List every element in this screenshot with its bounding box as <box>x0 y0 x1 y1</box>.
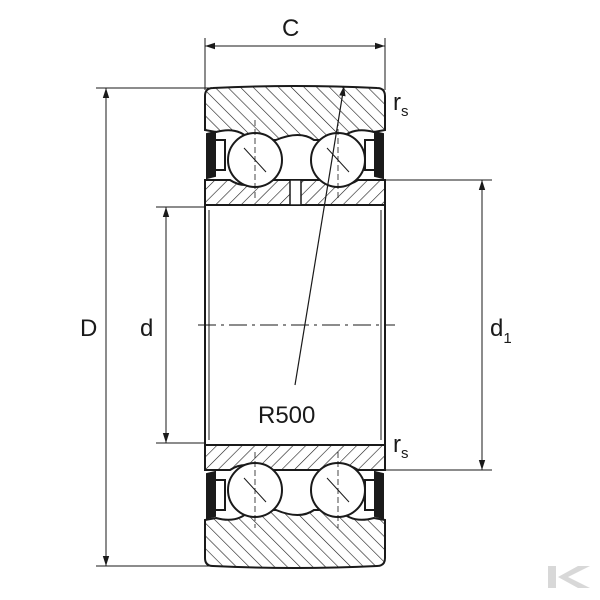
label-d-bore: d <box>140 315 153 342</box>
outer-ring-top <box>204 85 386 141</box>
label-d1-main: d <box>490 315 503 342</box>
balls-top <box>227 120 366 200</box>
label-rs-bottom-main: r <box>393 431 401 458</box>
dimension-c <box>204 38 386 90</box>
balls-bottom <box>227 452 366 528</box>
label-rs-top: rs <box>393 89 409 120</box>
dimension-d1 <box>385 179 492 471</box>
inner-ring-top <box>204 179 386 206</box>
dimension-d-outer <box>96 87 212 567</box>
seals-bottom <box>206 470 384 520</box>
radius-leader-line <box>294 85 346 386</box>
inner-ring-bottom <box>204 444 386 471</box>
label-rs-top-main: r <box>393 89 401 116</box>
label-radius: R500 <box>258 402 315 429</box>
label-c: C <box>282 15 299 42</box>
outer-ring-bottom <box>204 509 386 569</box>
dimension-d-bore <box>156 206 206 444</box>
label-d-outer: D <box>80 315 97 342</box>
label-rs-bottom: rs <box>393 431 409 462</box>
brand-k-logo <box>548 566 590 588</box>
label-rs-bottom-sub: s <box>401 445 409 462</box>
label-d1: d1 <box>490 315 512 347</box>
label-d1-sub: 1 <box>503 330 511 347</box>
label-rs-top-sub: s <box>401 103 409 120</box>
seals-top <box>206 130 384 180</box>
